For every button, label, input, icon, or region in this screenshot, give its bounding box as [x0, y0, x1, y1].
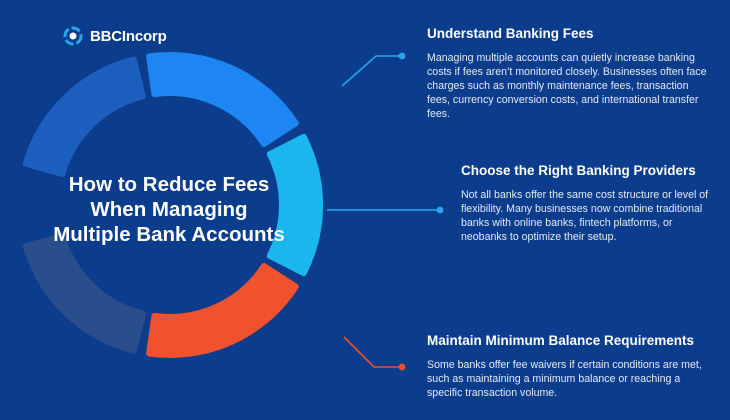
diagram-title: How to Reduce Fees When Managing Multipl… — [53, 173, 285, 246]
step-description: Not all banks offer the same cost struct… — [461, 189, 709, 243]
brand-name: BBCIncorp — [90, 27, 167, 45]
step-card-banking-providers: Choose the Right Banking Providers Not a… — [461, 163, 711, 244]
connector-line-1 — [341, 55, 402, 87]
step-title: Choose the Right Banking Providers — [461, 163, 696, 178]
segment-middle-right — [266, 133, 324, 277]
step-description: Managing multiple accounts can quietly i… — [427, 52, 707, 120]
connector-dot — [398, 363, 406, 371]
bbcincorp-logo-icon — [63, 26, 83, 46]
connector-dot — [398, 52, 406, 60]
connector-line-3 — [343, 336, 402, 368]
step-card-banking-fees: Understand Banking Fees Managing multipl… — [427, 26, 712, 121]
segment-left-upper — [22, 56, 146, 178]
segment-bottom-right — [146, 263, 299, 358]
step-title: Maintain Minimum Balance Requirements — [427, 333, 695, 348]
connector-dot — [436, 206, 444, 214]
brand-logo: BBCIncorp — [62, 22, 167, 50]
segment-top-right — [146, 52, 299, 147]
step-title: Understand Banking Fees — [427, 26, 594, 41]
segment-left-lower — [22, 232, 146, 354]
step-card-minimum-balance: Maintain Minimum Balance Requirements So… — [427, 333, 712, 400]
step-description: Some banks offer fee waivers if certain … — [427, 359, 702, 399]
